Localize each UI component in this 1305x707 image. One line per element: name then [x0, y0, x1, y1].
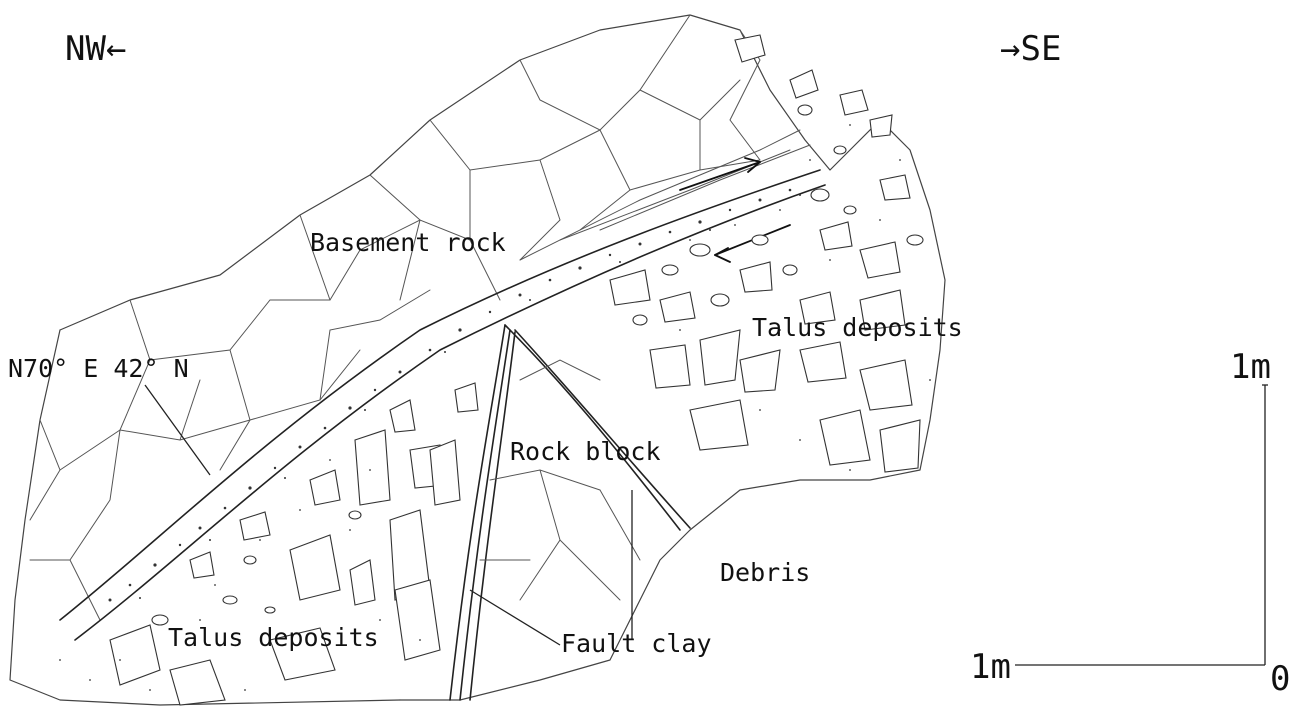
scale-label-origin: 0 [1270, 659, 1290, 699]
rock-block-cracks [480, 360, 640, 600]
direction-se: →SE [1000, 29, 1061, 69]
fault-clay-leader-1 [470, 590, 560, 645]
direction-nw: NW← [65, 29, 126, 69]
label-basement-rock: Basement rock [310, 228, 506, 257]
label-debris: Debris [720, 558, 810, 587]
scale-label-vertical: 1m [1230, 347, 1271, 387]
label-orientation: N70° E 42° N [8, 354, 189, 383]
label-talus-deposits-upper: Talus deposits [752, 313, 963, 342]
label-rock-block: Rock block [510, 437, 661, 466]
orientation-leader [145, 385, 210, 475]
upper-talus-clasts [610, 35, 923, 472]
label-talus-deposits-lower: Talus deposits [168, 623, 379, 652]
scale-label-horizontal: 1m [970, 647, 1011, 687]
label-fault-clay: Fault clay [561, 629, 712, 658]
lower-talus-clasts [110, 383, 478, 705]
